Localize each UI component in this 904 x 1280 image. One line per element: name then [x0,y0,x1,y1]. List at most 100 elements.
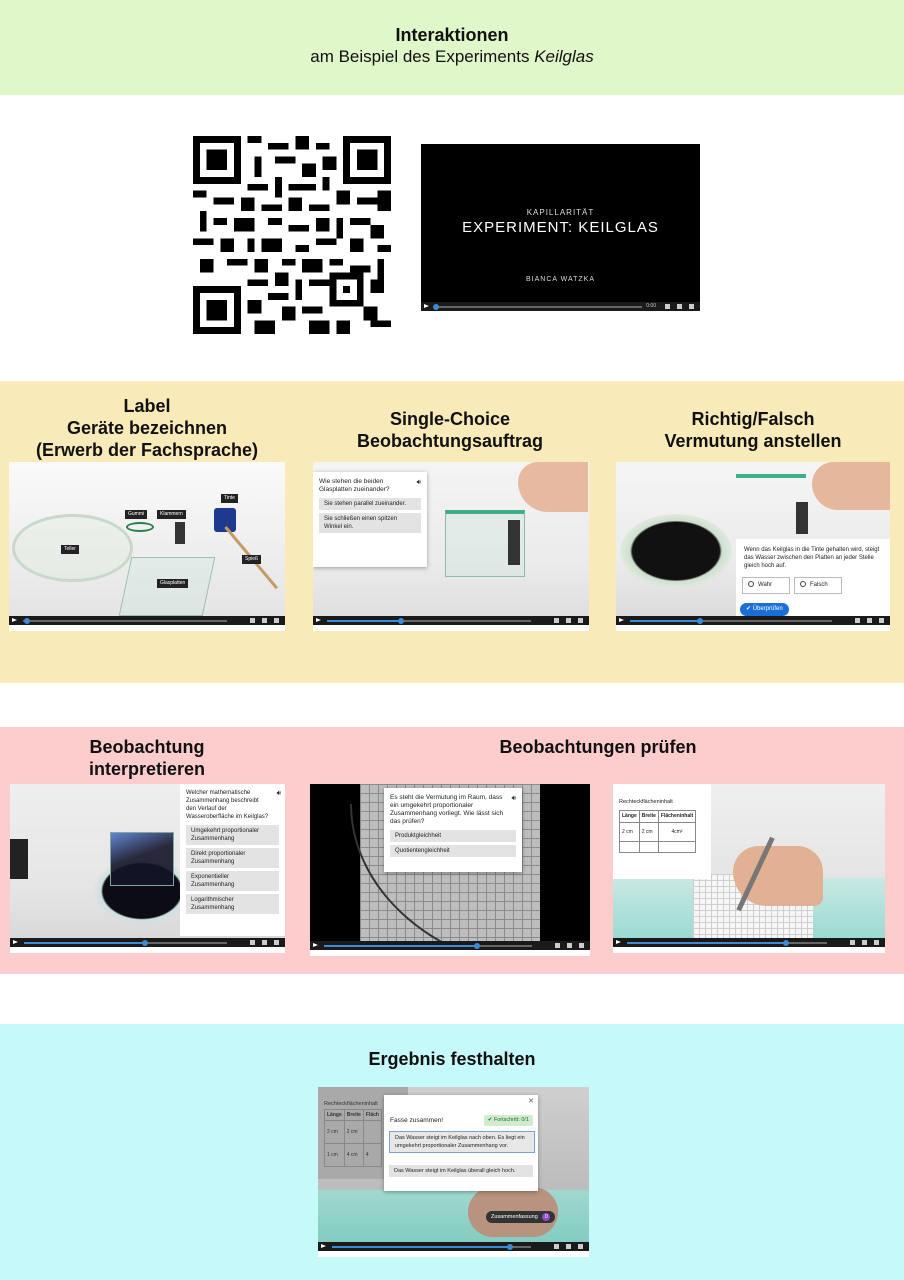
volume-icon[interactable] [855,618,860,623]
qr-code[interactable] [193,133,391,337]
volume-icon[interactable] [665,304,670,309]
true-option[interactable]: Wahr [742,577,790,594]
false-option[interactable]: Falsch [794,577,842,594]
seek-bar[interactable] [24,940,227,946]
video-controls[interactable] [318,1242,589,1251]
video-controls[interactable] [616,616,890,625]
seek-bar[interactable] [324,943,532,949]
play-icon[interactable] [321,1244,326,1248]
interpret-option[interactable]: Logarithmischer Zusammenhang [186,894,279,914]
seek-handle[interactable] [696,618,703,624]
play-icon[interactable] [424,304,429,308]
title-video[interactable]: KAPILLARITÄT EXPERIMENT: KEILGLAS BIANCA… [421,144,700,317]
seek-handle[interactable] [398,618,405,624]
tag-klammern[interactable]: Klammern [157,510,186,519]
interpret-option[interactable]: Direkt proportionaler Zusammenhang [186,848,279,868]
settings-icon[interactable] [566,1244,571,1249]
seek-bar[interactable] [332,1244,531,1250]
play-icon[interactable] [13,940,18,944]
check-button[interactable]: ✔ Überprüfen [740,603,789,616]
video-controls[interactable] [10,938,285,947]
volume-icon[interactable] [554,1244,559,1249]
table-cell[interactable]: 4cm² [657,822,697,842]
seek-handle[interactable] [433,304,439,310]
seek-handle[interactable] [783,940,789,946]
fullscreen-icon[interactable] [879,618,884,623]
seek-handle[interactable] [141,940,148,946]
audio-icon[interactable]: 🔊︎ [511,795,516,802]
video-controls[interactable]: 0:00 [421,302,700,311]
fullscreen-icon[interactable] [274,618,279,623]
interpret-option[interactable]: Umgekehrt proportionaler Zusammenhang [186,825,279,845]
volume-icon[interactable] [555,943,560,948]
table-cell[interactable] [619,841,640,853]
table-cell[interactable] [638,841,659,853]
seek-handle[interactable] [24,618,30,624]
table-cell[interactable]: 2 cm [638,822,659,842]
check-observations-video-1[interactable]: Es steht die Vermutung im Raum, dass ein… [310,784,590,956]
check-option[interactable]: Produktgleichheit [390,830,516,842]
settings-icon[interactable] [262,618,267,623]
play-icon[interactable] [12,618,17,622]
clamp-image [175,522,185,544]
check-option[interactable]: Quotientengleichheit [390,845,516,857]
summary-card: ✕ Fasse zusammen! ✔ Fortschritt: 0/1 Das… [384,1095,538,1191]
fullscreen-icon[interactable] [579,943,584,948]
seek-handle[interactable] [507,1244,514,1250]
settings-icon[interactable] [867,618,872,623]
interpret-option[interactable]: Exponentieller Zusammenhang [186,871,279,891]
volume-icon[interactable] [850,940,855,945]
play-icon[interactable] [619,618,624,622]
tag-spiess[interactable]: Spieß [242,555,262,564]
summary-option[interactable]: Das Wasser steigt im Keilglas überall gl… [389,1165,533,1177]
play-icon[interactable] [316,618,321,622]
fullscreen-icon[interactable] [689,304,694,309]
volume-icon[interactable] [250,618,255,623]
play-icon[interactable] [616,940,621,944]
settings-icon[interactable] [262,940,267,945]
settings-icon[interactable] [567,943,572,948]
audio-icon[interactable]: 🔊︎ [416,479,421,486]
single-choice-option[interactable]: Sie stehen parallel zueinander. [319,498,421,510]
close-icon[interactable]: ✕ [528,1098,534,1105]
interpret-video[interactable]: Welcher mathematische Zusammenhang besch… [10,784,285,953]
label-video[interactable]: Gummi Klammern Tinte Teller Spieß Glaspl… [9,462,285,631]
seek-bar[interactable] [433,304,642,310]
volume-icon[interactable] [554,618,559,623]
video-controls[interactable] [9,616,285,625]
settings-icon[interactable] [677,304,682,309]
seek-bar[interactable] [630,618,832,624]
play-icon[interactable] [313,943,318,947]
single-choice-video[interactable]: Wie stehen die beiden Glasplatten zueina… [313,462,589,631]
summary-option[interactable]: Das Wasser steigt im Keilglas nach oben.… [389,1131,535,1153]
video-controls[interactable] [313,616,589,625]
seek-bar[interactable] [327,618,531,624]
fullscreen-icon[interactable] [874,940,879,945]
check-observations-heading: Beobachtungen prüfen [499,737,697,757]
settings-icon[interactable] [566,618,571,623]
tag-glasplatten[interactable]: Glasplatten [157,579,189,588]
fullscreen-icon[interactable] [578,618,583,623]
seek-bar[interactable] [23,618,227,624]
fullscreen-icon[interactable] [578,1244,583,1249]
seek-handle[interactable] [473,943,480,949]
progress-badge: ✔ Fortschritt: 0/1 [483,1115,533,1126]
seek-bar[interactable] [627,940,827,946]
summary-button[interactable]: Zusammenfassung 0 [486,1211,556,1223]
audio-icon[interactable]: 🔊︎ [276,790,281,797]
volume-icon[interactable] [250,940,255,945]
settings-icon[interactable] [862,940,867,945]
video-controls[interactable] [613,938,885,947]
tag-teller[interactable]: Teller [61,545,79,554]
tag-tinte[interactable]: Tinte [221,494,238,503]
single-choice-option[interactable]: Sie schließen einen spitzen Winkel ein. [319,513,421,533]
true-false-video[interactable]: Wenn das Keilglas in die Tinte gehalten … [616,462,890,631]
fullscreen-icon[interactable] [274,940,279,945]
table-cell[interactable] [657,841,697,853]
video-controls[interactable] [310,941,590,950]
table-cell[interactable]: 2 cm [619,822,640,842]
tag-gummi[interactable]: Gummi [125,510,148,519]
